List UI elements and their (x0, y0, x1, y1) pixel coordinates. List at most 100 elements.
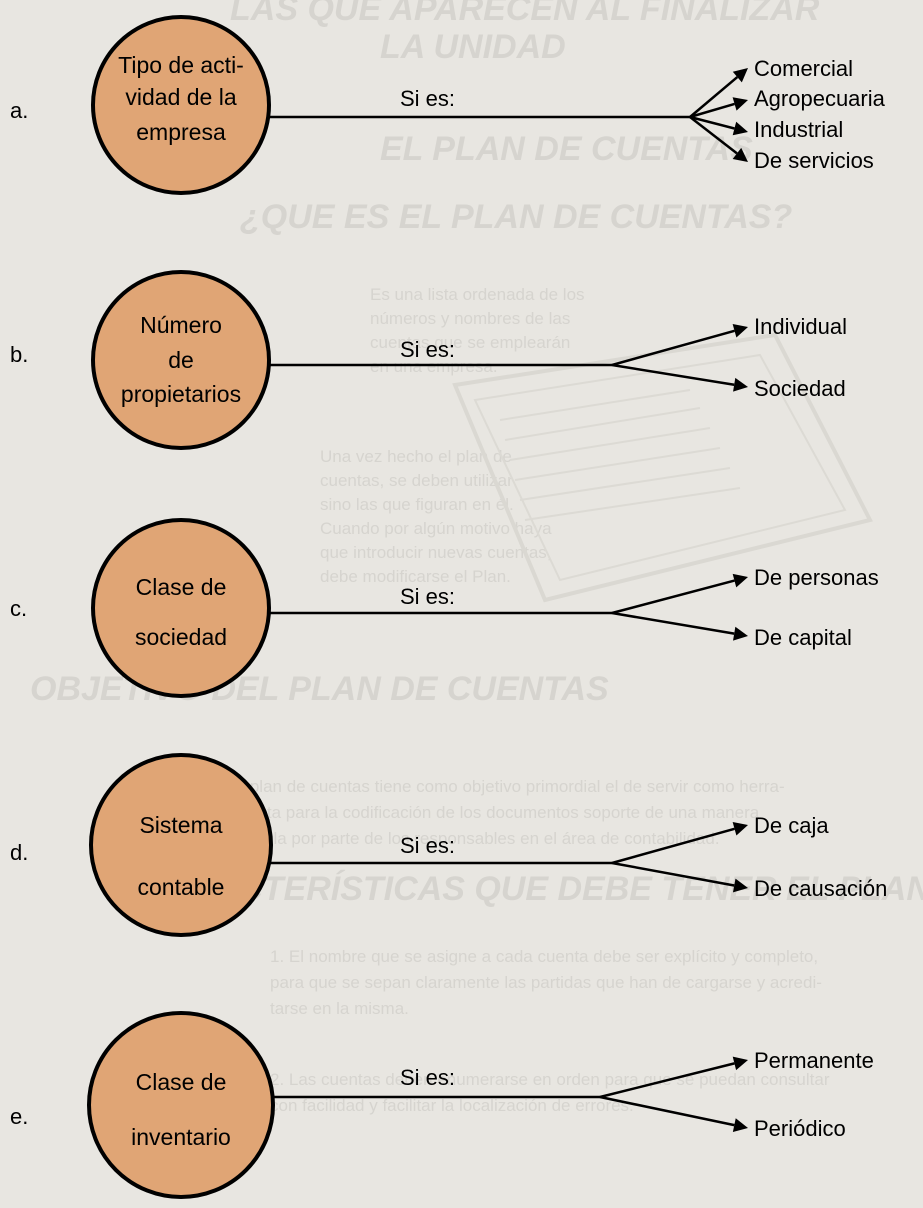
ghost-heading-top-2: LA UNIDAD (380, 28, 566, 66)
branch-line (689, 116, 738, 155)
connector-label: Si es: (400, 833, 455, 858)
criterion-circle (91, 270, 271, 450)
row-letter: e. (10, 1104, 28, 1129)
branch-line (611, 579, 735, 615)
ghost-para1-line: en una empresa. (370, 357, 498, 376)
option-label: Comercial (754, 56, 853, 81)
option-label: Individual (754, 314, 847, 339)
classification-row: a. Tipo de acti-vidad de la empresa Si es: C… (10, 15, 886, 195)
ghost-para1-line: números y nombres de las (370, 309, 570, 328)
ghost-heading-top-1: LAS QUE APARECEN AL FINALIZAR (230, 0, 820, 28)
classification-row: c. Clase de sociedad Si es: De personas De ca… (10, 518, 879, 698)
ghost-heading-caracteristicas: CARACTERÍSTICAS QUE DEBE TENER EL PLAN (140, 870, 923, 908)
ghost-paragraph-3: El plan de cuentas tiene como objetivo p… (230, 777, 785, 848)
arrow-head-icon (732, 68, 748, 83)
arrow-head-icon (732, 97, 748, 111)
arrow-head-icon (732, 573, 748, 588)
criterion-label-line: empresa (136, 119, 226, 145)
option-label: De personas (754, 565, 879, 590)
criterion-label-line: inventario (131, 1124, 231, 1150)
arrow-head-icon (732, 878, 748, 893)
branch-line (611, 611, 735, 635)
branch-line (611, 861, 735, 887)
classification-rows: a. Tipo de acti-vidad de la empresa Si es: C… (10, 15, 887, 1199)
ghost-item2-line: 2. Las cuentas deben enumerarse en orden… (270, 1070, 830, 1089)
criterion-label-line: Número (140, 312, 222, 338)
criterion-label-line: de (168, 347, 194, 373)
branch-line (599, 1062, 735, 1099)
ghost-paragraph-1: Es una lista ordenada de los números y no… (370, 285, 585, 376)
classification-row: d. Sistema contable Si es: De caja De causaci… (10, 753, 887, 937)
arrow-head-icon (732, 1056, 748, 1071)
ghost-item1-line: para que se sepan claramente las partida… (270, 973, 822, 992)
option-label: Permanente (754, 1048, 874, 1073)
ghost-notebook-illustration (452, 332, 873, 603)
criterion-label-line: Clase de (136, 574, 227, 600)
background-faded-text: LAS QUE APARECEN AL FINALIZAR LA UNIDAD … (30, 0, 923, 1115)
ghost-list-item-1: 1. El nombre que se asigne a cada cuenta… (270, 947, 822, 1018)
ghost-item2-line: con facilidad y facilitar la localizació… (270, 1096, 634, 1115)
ghost-para2-line: debe modificarse el Plan. (320, 567, 511, 586)
criterion-label-line: vidad de la (125, 84, 236, 110)
ghost-list-item-2: 2. Las cuentas deben enumerarse en orden… (270, 1070, 830, 1115)
branch-line (611, 329, 735, 367)
ghost-paragraph-2: Una vez hecho el plan de cuentas, se debe… (320, 447, 552, 586)
criterion-circle (87, 1011, 275, 1199)
arrow-head-icon (733, 626, 748, 641)
classification-row: e. Clase de inventario Si es: PermanentePeri… (10, 1011, 874, 1199)
arrow-head-icon (732, 121, 748, 136)
criterion-label-line: propietarios (121, 381, 241, 407)
option-label: De capital (754, 625, 852, 650)
branch-line (689, 102, 735, 119)
ghost-para1-line: cuentas que se emplearán (370, 333, 570, 352)
arrow-head-icon (732, 1118, 748, 1132)
ghost-heading-que-es: ¿QUE ES EL PLAN DE CUENTAS? (240, 198, 792, 236)
ghost-para3-line: mienta para la codificación de los docum… (230, 803, 760, 822)
criterion-circle (91, 15, 271, 195)
ghost-para2-line: que introducir nuevas cuentas, (320, 543, 552, 562)
connector-label: Si es: (400, 86, 455, 111)
criterion-circle (89, 753, 273, 937)
arrow-head-icon (733, 377, 748, 392)
ghost-heading-objetivo: OBJETIVO DEL PLAN DE CUENTAS (30, 670, 609, 708)
ghost-para2-line: cuentas, se deben utilizar (320, 471, 513, 490)
option-label: Sociedad (754, 376, 846, 401)
option-label: De servicios (754, 148, 874, 173)
ghost-item1-line: 1. El nombre que se asigne a cada cuenta… (270, 947, 818, 966)
branch-line (689, 76, 739, 118)
ghost-item1-line: tarse en la misma. (270, 999, 409, 1018)
criterion-label-line: contable (138, 874, 225, 900)
row-letter: c. (10, 596, 27, 621)
branch-line (611, 827, 735, 865)
criterion-circle (91, 518, 271, 698)
connector-label: Si es: (400, 1065, 455, 1090)
ghost-para2-line: sino las que figuran en él. (320, 495, 514, 514)
criterion-label-line: Sistema (139, 812, 222, 838)
row-letter: b. (10, 342, 28, 367)
row-letter: a. (10, 98, 28, 123)
row-letter: d. (10, 840, 28, 865)
criterion-label-line: sociedad (135, 624, 227, 650)
ghost-para3-line: sencilla por parte de los responsables e… (230, 829, 720, 848)
ghost-para2-line: Cuando por algún motivo haya (320, 519, 552, 538)
classification-row: b. Número de propietarios Si es: IndividualSo… (10, 270, 847, 450)
criterion-label-line: Clase de (136, 1069, 227, 1095)
criterion-label-line: Tipo de acti- (118, 52, 244, 78)
option-label: De caja (754, 813, 829, 838)
ghost-para1-line: Es una lista ordenada de los (370, 285, 585, 304)
branch-line (689, 115, 735, 130)
ghost-para2-line: Una vez hecho el plan de (320, 447, 512, 466)
arrow-head-icon (732, 324, 748, 338)
ghost-para3-line: El plan de cuentas tiene como objetivo p… (230, 777, 785, 796)
connector-label: Si es: (400, 584, 455, 609)
option-label: Agropecuaria (754, 86, 886, 111)
ghost-heading-plan: EL PLAN DE CUENTAS (380, 130, 753, 168)
arrow-head-icon (732, 822, 748, 836)
branch-line (599, 1095, 735, 1127)
arrow-head-icon (732, 147, 748, 162)
option-label: De causación (754, 876, 887, 901)
option-label: Industrial (754, 117, 843, 142)
connector-label: Si es: (400, 337, 455, 362)
option-label: Periódico (754, 1116, 846, 1141)
